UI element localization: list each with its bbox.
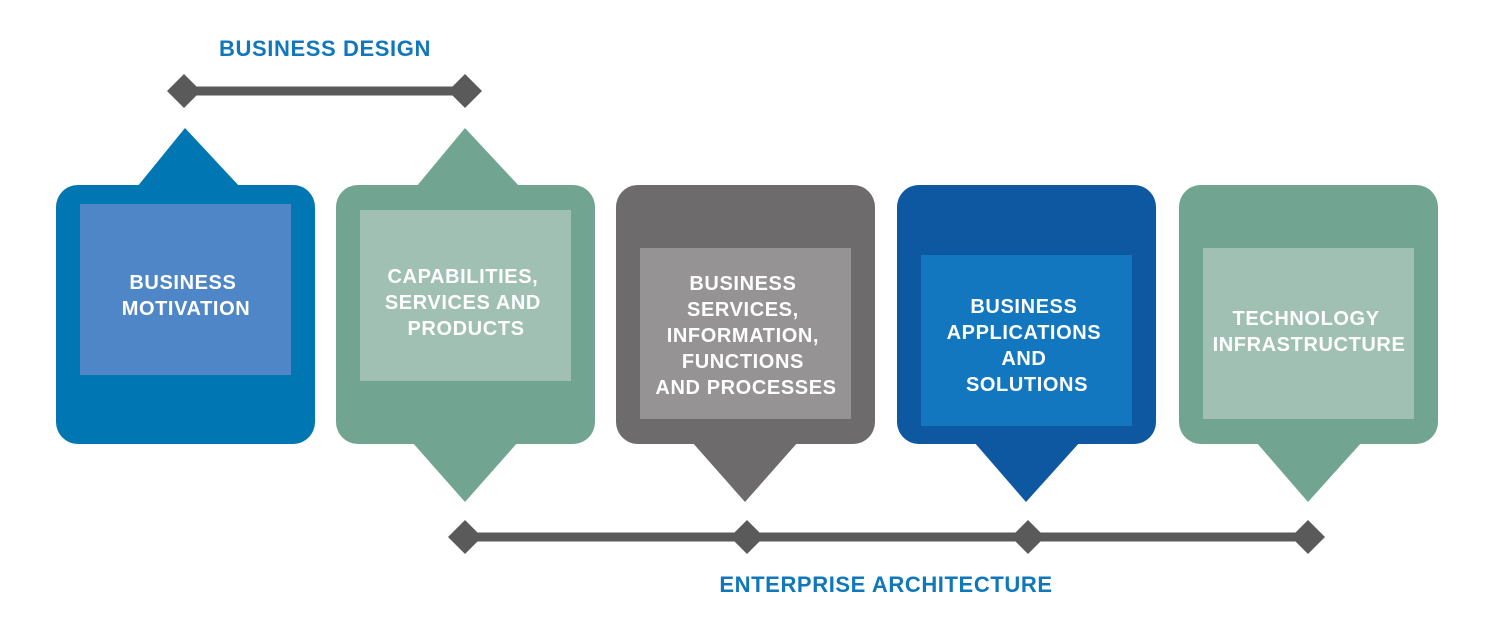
- business-design-connector: [167, 74, 482, 108]
- connector-node: [1291, 520, 1325, 554]
- block-capabilities-services-products: CAPABILITIES, SERVICES AND PRODUCTS: [336, 128, 595, 502]
- connector-node: [448, 74, 482, 108]
- connector-node: [1011, 520, 1045, 554]
- pointer-down: [1256, 442, 1362, 502]
- enterprise-architecture-connector: [448, 520, 1325, 554]
- connector-node: [167, 74, 201, 108]
- block-inner: [921, 255, 1132, 426]
- pointer-down: [692, 442, 798, 502]
- block-technology-infrastructure: TECHNOLOGY INFRASTRUCTURE: [1179, 185, 1438, 502]
- block-label: CAPABILITIES, SERVICES AND PRODUCTS: [385, 266, 547, 340]
- enterprise-architecture-heading: ENTERPRISE ARCHITECTURE: [719, 572, 1052, 597]
- block-inner: [360, 210, 571, 381]
- connector-node: [448, 520, 482, 554]
- block-label: BUSINESS SERVICES, INFORMATION, FUNCTION…: [655, 273, 836, 399]
- block-business-services-information: BUSINESS SERVICES, INFORMATION, FUNCTION…: [616, 185, 875, 502]
- business-design-heading: BUSINESS DESIGN: [219, 36, 431, 61]
- block-business-applications-solutions: BUSINESS APPLICATIONS AND SOLUTIONS: [897, 185, 1156, 502]
- block-label: TECHNOLOGY INFRASTRUCTURE: [1213, 308, 1406, 356]
- block-inner: [640, 248, 851, 419]
- block-inner: [80, 204, 291, 375]
- block-label: BUSINESS APPLICATIONS AND SOLUTIONS: [947, 296, 1108, 396]
- block-inner: [1203, 248, 1414, 419]
- pointer-up: [416, 128, 520, 187]
- block-label: BUSINESS MOTIVATION: [122, 272, 251, 320]
- connector-node: [730, 520, 764, 554]
- block-business-motivation: BUSINESS MOTIVATION: [56, 128, 315, 444]
- pointer-down: [974, 442, 1080, 502]
- pointer-up: [137, 128, 240, 187]
- pointer-down: [412, 442, 518, 502]
